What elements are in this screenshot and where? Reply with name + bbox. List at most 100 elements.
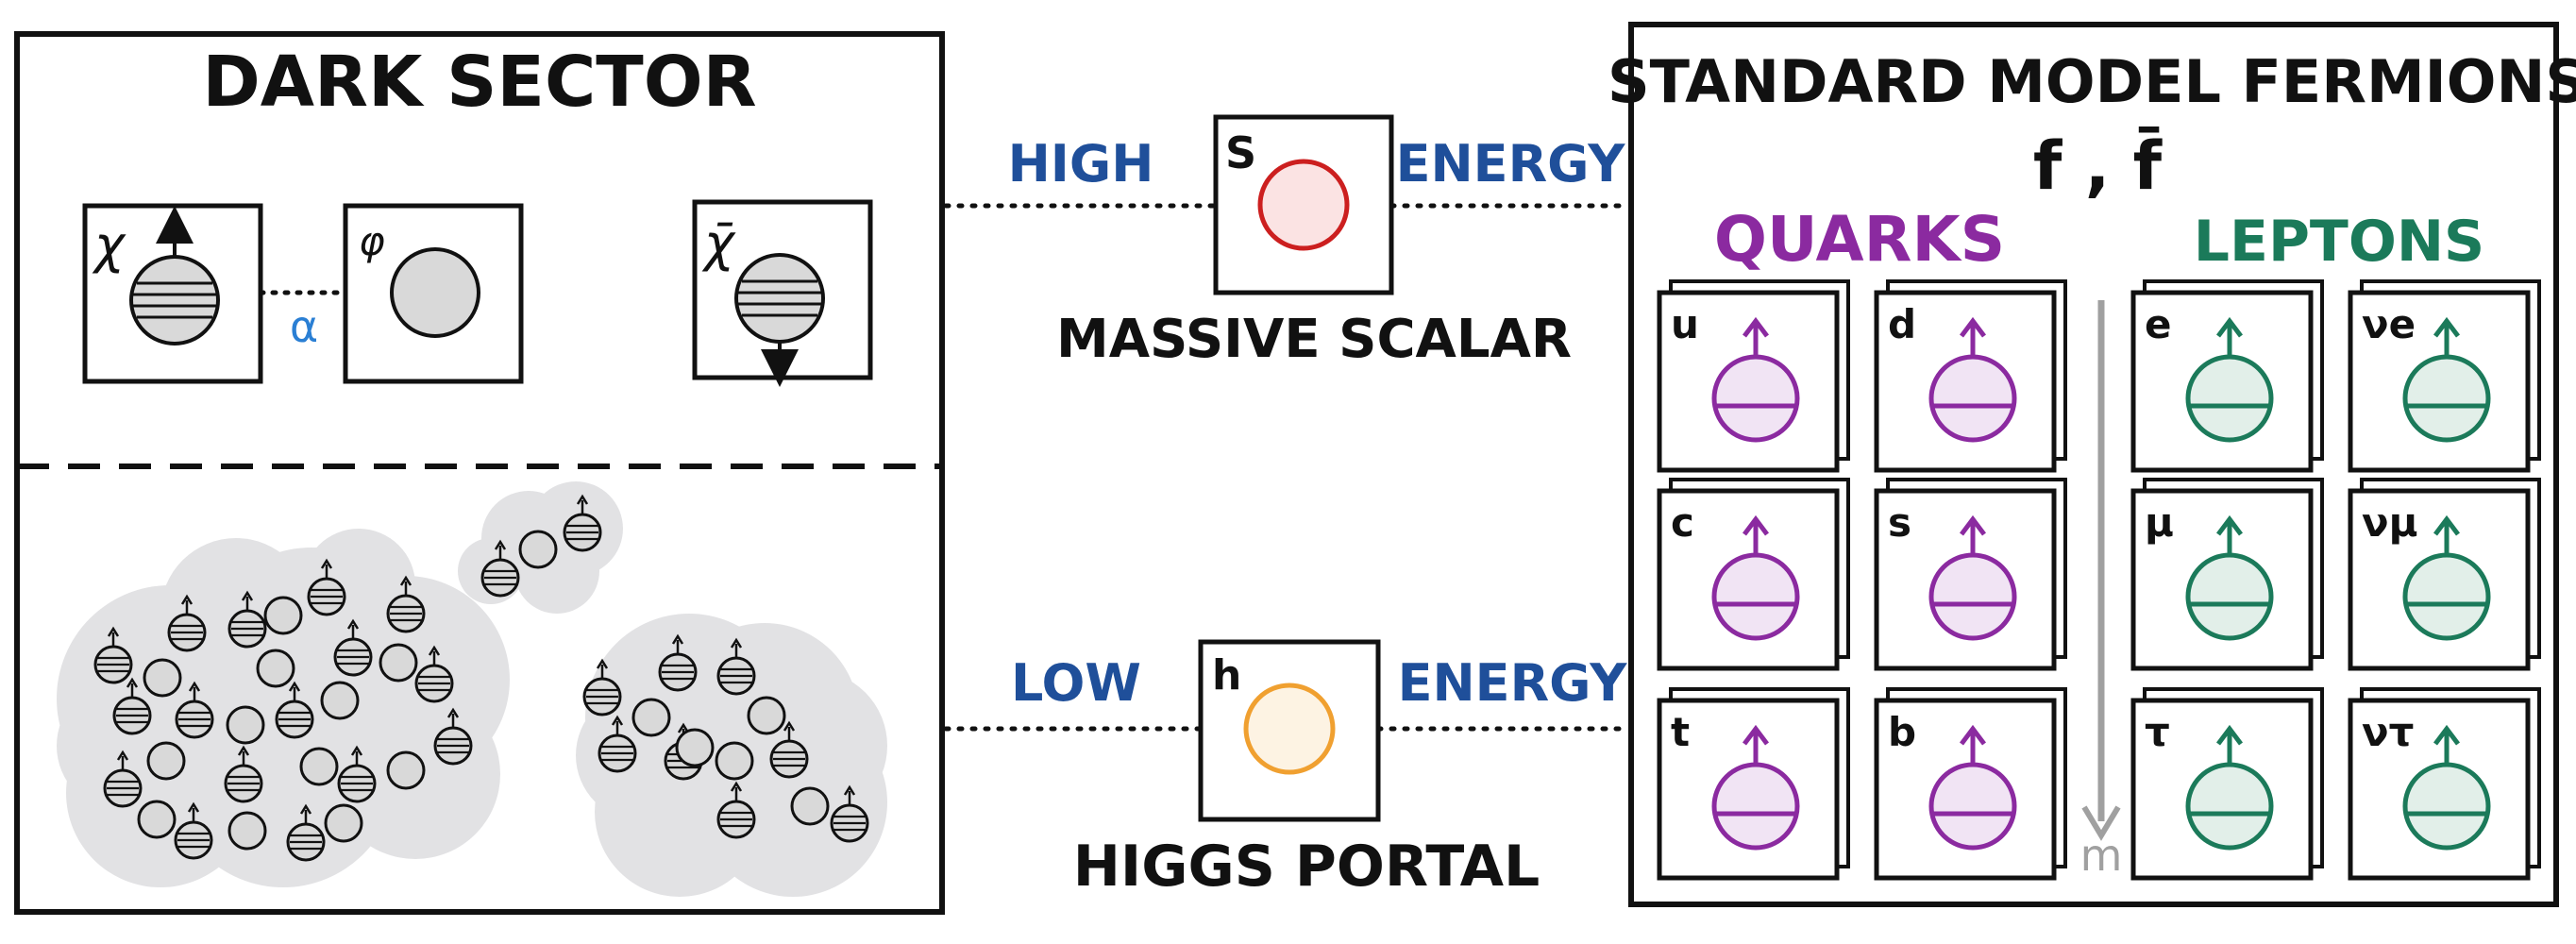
low-energy-left-label: LOW <box>1011 653 1141 713</box>
quarks-heading: QUARKS <box>1714 203 2005 276</box>
striped-particle-icon <box>386 575 426 633</box>
striped-particle-icon <box>112 677 152 735</box>
plain-particle-icon <box>226 705 265 745</box>
scalar-symbol: S <box>1225 127 1256 178</box>
antichi-striped-sphere <box>734 253 825 344</box>
striped-particle-icon <box>175 681 214 739</box>
striped-particle-icon <box>103 750 143 808</box>
lepton-symbol: νμ <box>2362 499 2418 546</box>
leptons-heading: LEPTONS <box>2194 209 2485 275</box>
lepton-card: τ <box>2130 687 2324 881</box>
quark-card: d <box>1874 279 2067 473</box>
striped-particle-icon <box>337 745 377 803</box>
scalar-mediator-card: S <box>1213 114 1394 295</box>
higgs-sphere <box>1243 683 1336 775</box>
lepton-symbol: νe <box>2362 301 2416 347</box>
striped-particle-icon <box>167 594 207 652</box>
lepton-symbol: τ <box>2145 709 2170 755</box>
striped-particle-icon <box>307 558 346 616</box>
standard-model-title: STANDARD MODEL FERMIONS <box>1608 47 2576 116</box>
lepton-sphere <box>2402 552 2491 641</box>
chi-striped-sphere <box>129 255 220 346</box>
quark-sphere <box>1711 762 1800 851</box>
mediators: HIGH ENERGY S MASSIVE SCALAR LOW ENERGY … <box>943 114 1628 900</box>
lepton-symbol: μ <box>2145 499 2174 546</box>
high-energy-right-label: ENERGY <box>1396 134 1626 194</box>
lepton-sphere <box>2402 354 2491 443</box>
standard-model-panel: STANDARD MODEL FERMIONS f , f̄ QUARKS LE… <box>1608 22 2576 907</box>
striped-particle-icon <box>716 637 756 696</box>
quark-symbol: s <box>1888 499 1911 546</box>
striped-particle-icon <box>414 645 454 703</box>
striped-particle-icon <box>716 781 756 839</box>
striped-particle-icon <box>563 494 602 552</box>
phi-particle-card: φ <box>343 203 524 384</box>
higgs-name: HIGGS PORTAL <box>1073 834 1541 900</box>
lepton-card: μ <box>2130 478 2324 671</box>
striped-particle-icon <box>286 803 326 862</box>
quark-sphere <box>1711 354 1800 443</box>
plain-particle-icon <box>747 696 786 735</box>
chi-particle-card: χ <box>82 203 263 384</box>
plain-particle-icon <box>320 681 360 720</box>
plain-particle-icon <box>137 800 177 839</box>
higgs-symbol: h <box>1212 651 1241 700</box>
plain-particle-icon <box>263 596 303 635</box>
dark-sector-title: DARK SECTOR <box>202 42 756 123</box>
mass-axis-label: m <box>2080 830 2123 881</box>
lepton-card: ντ <box>2348 687 2541 881</box>
antichi-particle-card: χ̄ <box>692 199 873 387</box>
plain-particle-icon <box>675 728 715 767</box>
plain-particle-icon <box>631 698 671 737</box>
striped-particle-icon <box>433 707 473 766</box>
lepton-symbol: ντ <box>2362 709 2414 755</box>
quark-symbol: u <box>1671 301 1699 347</box>
striped-particle-icon <box>769 720 809 779</box>
plain-particle-icon <box>146 741 186 781</box>
quark-card: b <box>1874 687 2067 881</box>
quark-card: c <box>1657 478 1850 671</box>
plain-particle-icon <box>518 530 558 569</box>
striped-particle-icon <box>658 633 698 692</box>
plain-particle-icon <box>324 803 363 843</box>
cloud-particles <box>93 494 869 862</box>
chi-label: χ <box>92 215 126 275</box>
quark-sphere <box>1928 354 2017 443</box>
mass-axis-arrowhead <box>2081 805 2121 841</box>
lepton-card: e <box>2130 279 2324 473</box>
lepton-sphere <box>2402 762 2491 851</box>
lepton-sphere <box>2185 354 2274 443</box>
striped-particle-icon <box>224 745 263 803</box>
coupling-label: α <box>290 301 318 352</box>
standard-model-subtitle: f , f̄ <box>2033 126 2164 205</box>
striped-particle-icon <box>830 784 869 843</box>
lepton-sphere <box>2185 762 2274 851</box>
plain-particle-icon <box>299 747 339 786</box>
quark-sphere <box>1928 762 2017 851</box>
plain-particle-icon <box>143 658 182 698</box>
lepton-card: νμ <box>2348 478 2541 671</box>
quark-symbol: d <box>1888 301 1916 347</box>
plain-particle-icon <box>379 643 418 683</box>
quark-sphere <box>1711 552 1800 641</box>
lepton-card: νe <box>2348 279 2541 473</box>
striped-particle-icon <box>93 626 133 684</box>
striped-particle-icon <box>227 590 267 649</box>
low-energy-right-label: ENERGY <box>1398 653 1628 713</box>
quark-symbol: c <box>1671 499 1694 546</box>
plain-particle-icon <box>386 750 426 790</box>
scalar-sphere <box>1257 159 1350 251</box>
high-energy-left-label: HIGH <box>1008 134 1154 194</box>
scalar-name: MASSIVE SCALAR <box>1056 309 1572 370</box>
striped-particle-icon <box>174 801 213 860</box>
dark-sector-panel: DARK SECTOR χ α φ χ̄ <box>14 31 945 915</box>
quark-sphere <box>1928 552 2017 641</box>
striped-particle-icon <box>333 618 373 677</box>
quark-card: s <box>1874 478 2067 671</box>
plain-particle-icon <box>715 741 754 781</box>
antichi-label: χ̄ <box>701 213 736 273</box>
quark-card: u <box>1657 279 1850 473</box>
striped-particle-icon <box>275 681 314 739</box>
